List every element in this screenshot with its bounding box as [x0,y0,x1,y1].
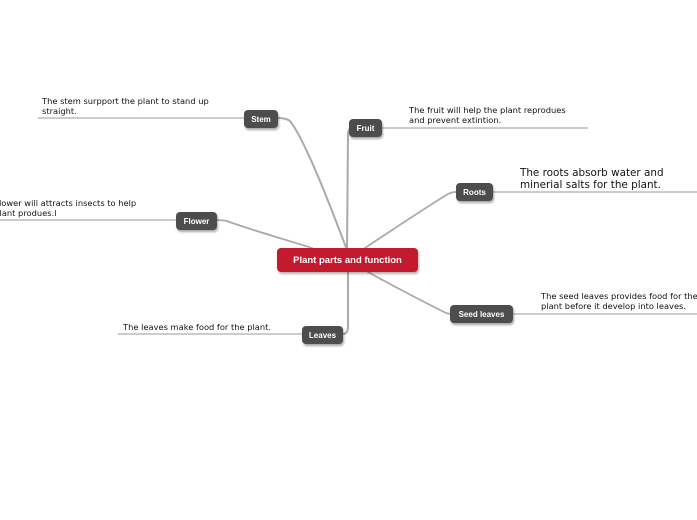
central-topic[interactable]: Plant parts and function [277,248,418,272]
connector-roots [364,191,457,249]
topic-leaves[interactable]: Leaves [302,326,343,344]
topic-flower[interactable]: Flower [176,212,217,230]
note-roots: The roots absorb water and minerial salt… [520,167,664,191]
topic-stem[interactable]: Stem [244,110,278,128]
connector-leaves [342,271,349,335]
note-seed-leaves: The seed leaves provides food for the pl… [541,291,697,311]
connector-fruit [346,127,353,251]
topic-roots[interactable]: Roots [456,183,493,201]
connector-seed [367,271,453,315]
connector-flower [215,219,313,249]
topic-seed-leaves[interactable]: Seed leaves [450,305,513,323]
note-flower: The flower will attracts insects to help… [0,198,137,218]
note-leaves: The leaves make food for the plant. [123,322,272,332]
note-stem: The stem surpport the plant to stand up … [42,96,209,116]
note-fruit: The fruit will help the plant reprodues … [409,105,566,125]
connector-stem [277,117,348,251]
topic-fruit[interactable]: Fruit [349,119,382,137]
